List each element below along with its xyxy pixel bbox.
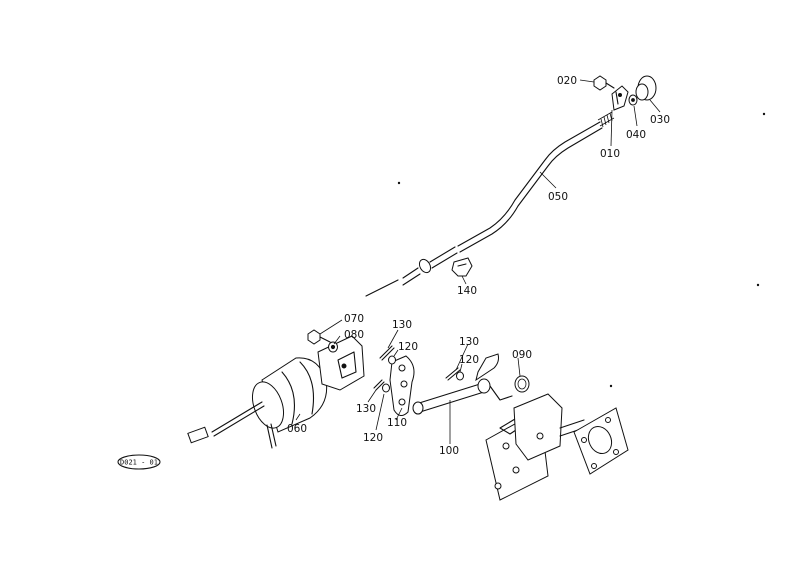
label-060: 060 xyxy=(287,423,307,435)
label-070: 070 xyxy=(344,313,364,325)
label-080: 080 xyxy=(344,329,364,341)
bolt-070 xyxy=(307,329,331,345)
label-120-b: 120 xyxy=(363,432,383,444)
pin-130-b xyxy=(373,379,385,391)
washer-040 xyxy=(628,94,638,106)
pin-130-a xyxy=(379,345,395,361)
label-050: 050 xyxy=(548,191,568,203)
solenoid-060 xyxy=(187,335,365,449)
label-140: 140 xyxy=(457,285,477,297)
lever-110 xyxy=(389,355,415,416)
bushing-090 xyxy=(514,375,530,393)
bolt-020 xyxy=(593,75,615,91)
part-labels: 010 020 030 040 050 060 070 080 090 100 … xyxy=(287,75,670,457)
label-130-b: 130 xyxy=(356,403,376,415)
label-020: 020 xyxy=(557,75,577,87)
bracket-010 xyxy=(611,85,629,111)
washer-120-a xyxy=(388,355,396,365)
label-120-c: 120 xyxy=(459,354,479,366)
washer-120-c xyxy=(456,371,464,381)
stray-marks xyxy=(397,112,766,388)
mounting-flange-plate xyxy=(573,407,629,475)
reference-code-text: D021 - 01 xyxy=(120,459,158,467)
washer-080 xyxy=(328,341,338,353)
label-090: 090 xyxy=(512,349,532,361)
label-110: 110 xyxy=(387,417,407,429)
mounting-bracket xyxy=(485,393,585,501)
clip-140 xyxy=(451,257,473,277)
label-010: 010 xyxy=(600,148,620,160)
link-100 xyxy=(412,353,513,415)
knob-030 xyxy=(635,75,657,101)
label-130-a: 130 xyxy=(392,319,412,331)
label-040: 040 xyxy=(626,129,646,141)
label-120-a: 120 xyxy=(398,341,418,353)
label-100: 100 xyxy=(439,445,459,457)
label-130-c: 130 xyxy=(459,336,479,348)
washer-120-b xyxy=(382,383,390,393)
rod-050 xyxy=(365,111,615,297)
leader-lines xyxy=(295,79,661,444)
reference-code-badge: D021 - 01 xyxy=(117,454,161,470)
label-030: 030 xyxy=(650,114,670,126)
